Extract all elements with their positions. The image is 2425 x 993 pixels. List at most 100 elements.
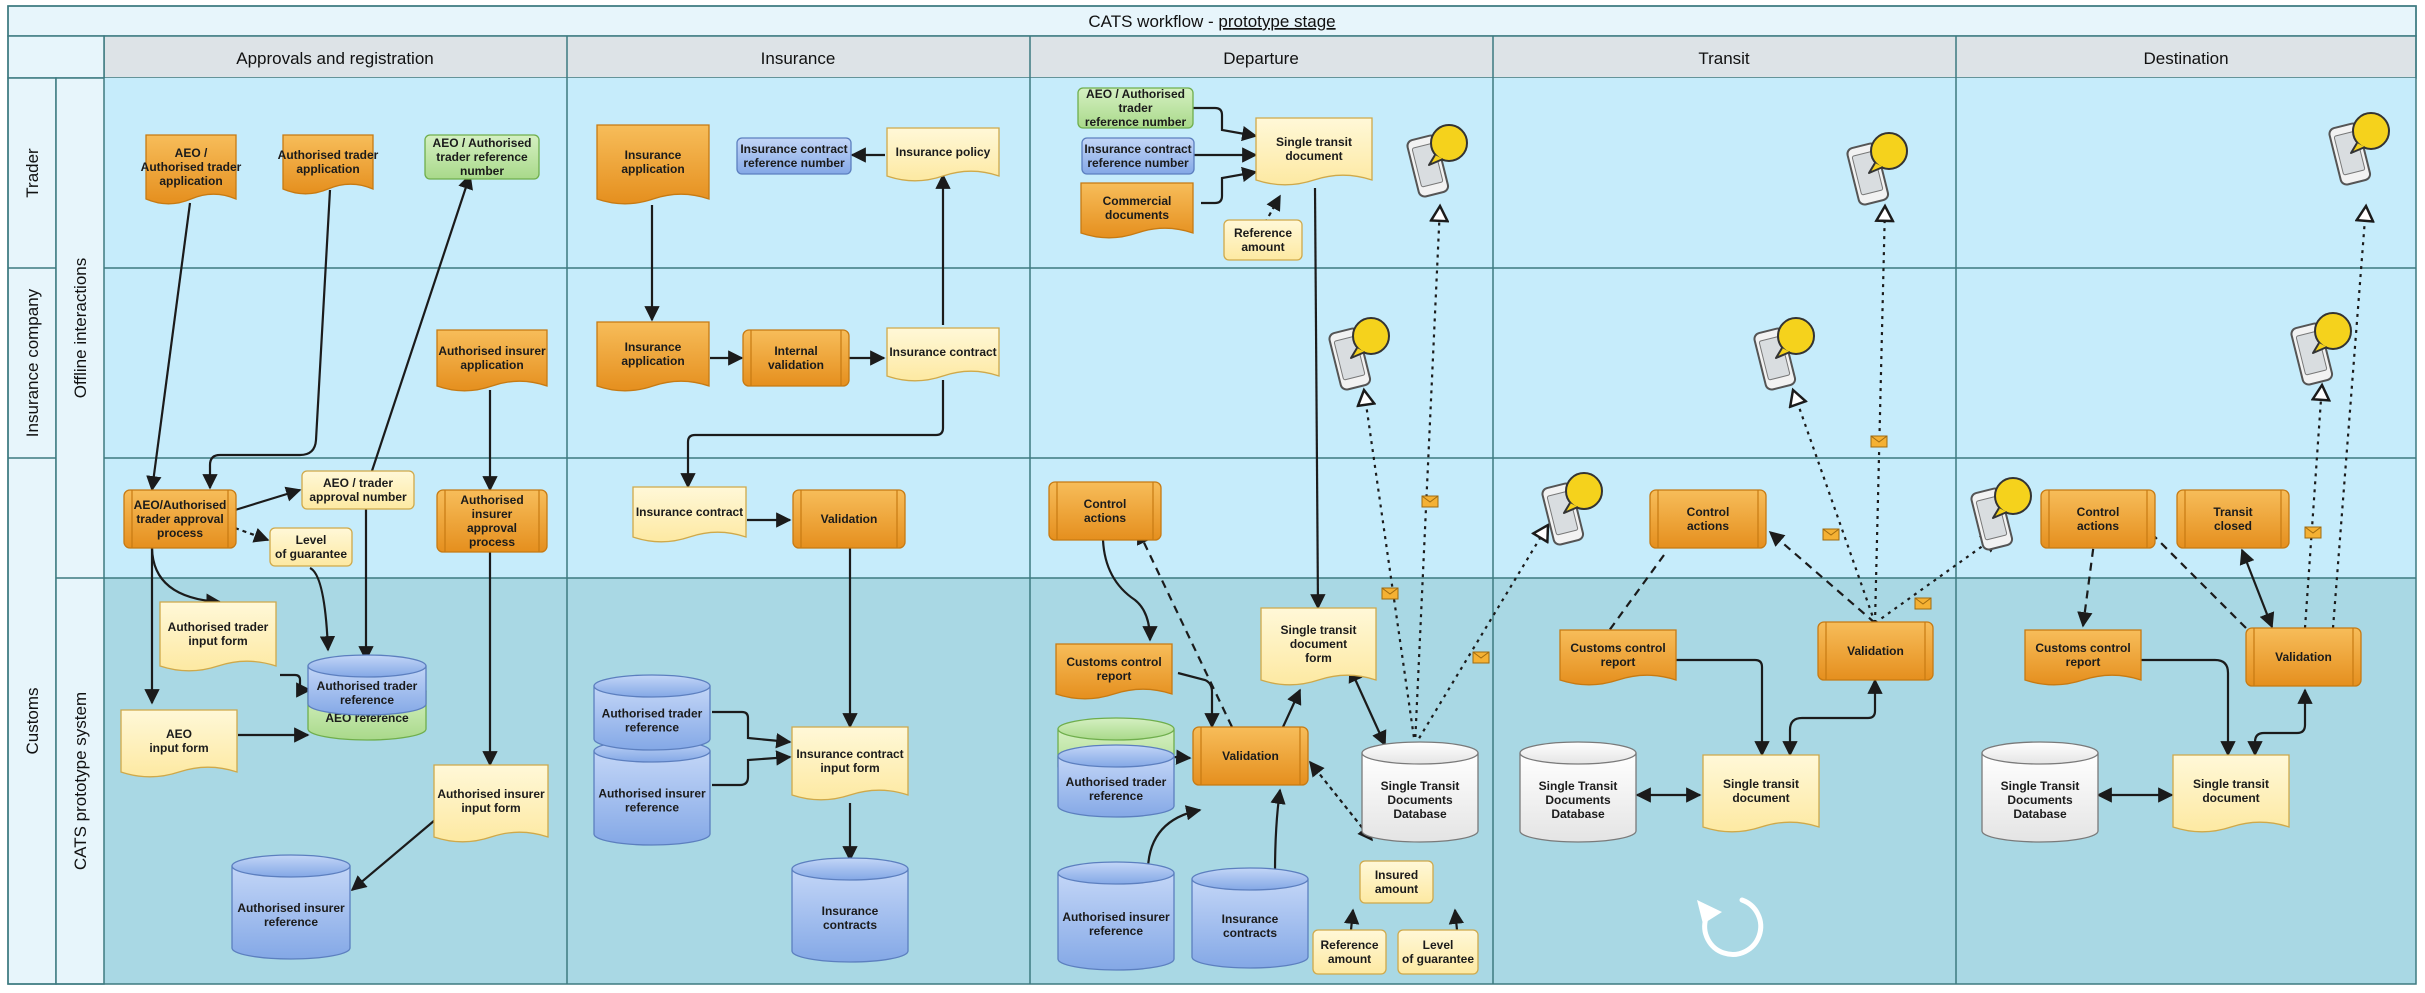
validation-ins-label: Validation: [821, 512, 878, 526]
validation-dest[interactable]: Validation: [2245, 627, 2362, 687]
column-header-transit: Transit: [1698, 49, 1750, 68]
ins-contract-customs[interactable]: Insurance contract: [632, 486, 747, 543]
prototype-stage-link[interactable]: prototype stage: [1218, 12, 1335, 31]
envelope-icon: [1914, 597, 1932, 610]
envelope-icon: [1381, 587, 1399, 600]
ins-policy[interactable]: Insurance policy: [886, 127, 1000, 182]
row-header-customs: Customs: [23, 687, 42, 754]
envelope-icon: [1822, 528, 1840, 541]
row-header-insurance-company: Insurance company: [23, 288, 42, 437]
validation-dep-label: Validation: [1222, 749, 1279, 763]
validation-dep[interactable]: Validation: [1192, 726, 1309, 786]
column-header-departure: Departure: [1223, 49, 1299, 68]
phone-notification-icon: [1328, 317, 1390, 391]
connectors: [144, 106, 2366, 941]
phone-notification-icon: [1753, 317, 1815, 391]
column-header-approvals: Approvals and registration: [236, 49, 434, 68]
validation-ins[interactable]: Validation: [792, 489, 906, 549]
validation-transit[interactable]: Validation: [1817, 621, 1934, 681]
row-header-trader: Trader: [23, 148, 42, 198]
ins-contract-company[interactable]: Insurance contract: [886, 327, 1000, 382]
envelope-icon: [1472, 651, 1490, 664]
phone-notification-icon: [1541, 472, 1603, 546]
refresh-icon[interactable]: [1697, 897, 1764, 957]
row-group-cats-prototype-system: CATS prototype system: [71, 692, 90, 870]
